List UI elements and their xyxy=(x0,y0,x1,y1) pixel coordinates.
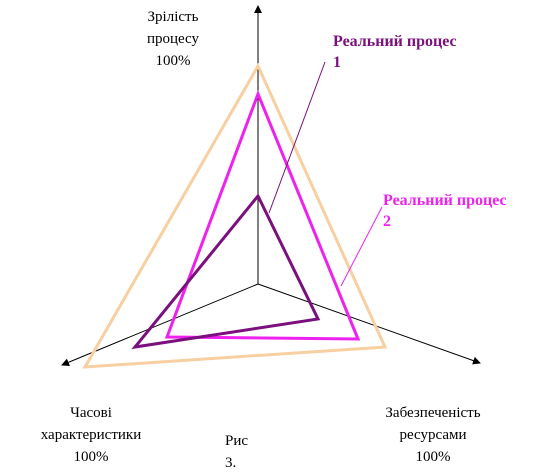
axis-label-right-line-3: 100% xyxy=(415,449,451,465)
figure-caption: Рис 3. xyxy=(210,430,270,474)
figure-caption-line-2: 3. xyxy=(225,455,237,471)
axis-label-left: Часові характеристики 100% xyxy=(16,402,166,468)
axis-label-left-line-2: характеристики xyxy=(40,427,142,443)
process-1-triangle xyxy=(131,193,321,350)
axis-label-right: Забезпеченість ресурсами 100% xyxy=(353,402,513,468)
process-2-triangle xyxy=(164,89,361,341)
axis-label-top-line-2: процесу xyxy=(146,31,200,47)
axis-label-right-line-2: ресурсами xyxy=(399,427,467,443)
axis-left xyxy=(61,283,259,367)
process-2-label-line-1: Реальний процес xyxy=(383,192,507,209)
process-1-leader-line xyxy=(268,61,326,214)
process-2-label-line-2: 2 xyxy=(383,213,391,230)
axis-label-top: Зрілість процесу 100% xyxy=(118,6,228,72)
axis-label-left-line-3: 100% xyxy=(73,449,109,465)
axis-label-right-line-1: Забезпеченість xyxy=(385,405,481,421)
process-1-label-line-1: Реальний процес xyxy=(333,33,457,50)
process-1-label: Реальний процес 1 xyxy=(333,31,457,73)
process-2-label: Реальний процес 2 xyxy=(383,190,507,232)
process-2-leader-line xyxy=(340,206,383,287)
process-1-label-line-2: 1 xyxy=(333,54,341,71)
axis-right xyxy=(257,283,481,365)
axis-label-left-line-1: Часові xyxy=(70,405,112,421)
outline-100-triangle xyxy=(82,62,388,369)
axis-label-top-line-1: Зрілість xyxy=(147,9,199,25)
figure-caption-line-1: Рис xyxy=(225,433,249,449)
axis-label-top-line-3: 100% xyxy=(155,53,191,69)
